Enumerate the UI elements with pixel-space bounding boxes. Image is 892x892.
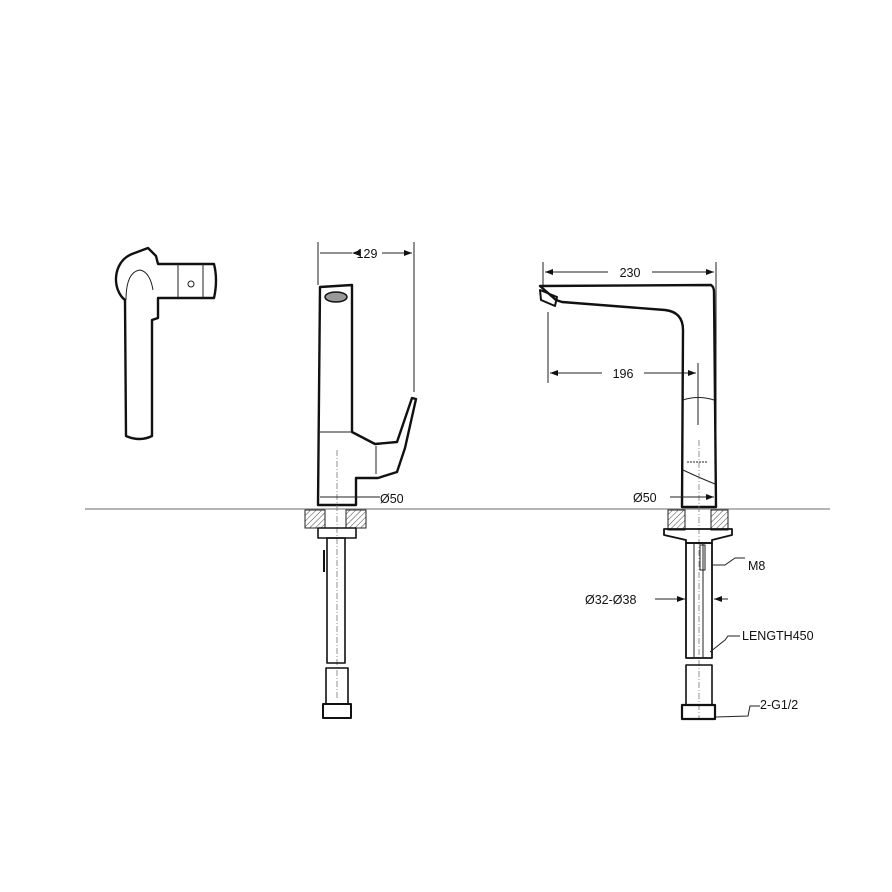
side-width-dim: 129 — [357, 247, 378, 261]
front-base-diameter: Ø50 — [633, 491, 657, 505]
hole-diameter-label: Ø32-Ø38 — [585, 593, 636, 607]
front-spout-dim: 196 — [613, 367, 634, 381]
top-view — [114, 246, 218, 441]
connection-label: 2-G1/2 — [760, 698, 798, 712]
thread-label: M8 — [748, 559, 765, 573]
front-view: 230 196 Ø50 M8 Ø32-Ø38 LENGTH450 2-G1/2 — [538, 262, 814, 721]
front-reach-dim: 230 — [620, 266, 641, 280]
side-view: 129 Ø50 — [304, 242, 418, 719]
side-base-diameter: Ø50 — [380, 492, 404, 506]
hose-length-label: LENGTH450 — [742, 629, 814, 643]
